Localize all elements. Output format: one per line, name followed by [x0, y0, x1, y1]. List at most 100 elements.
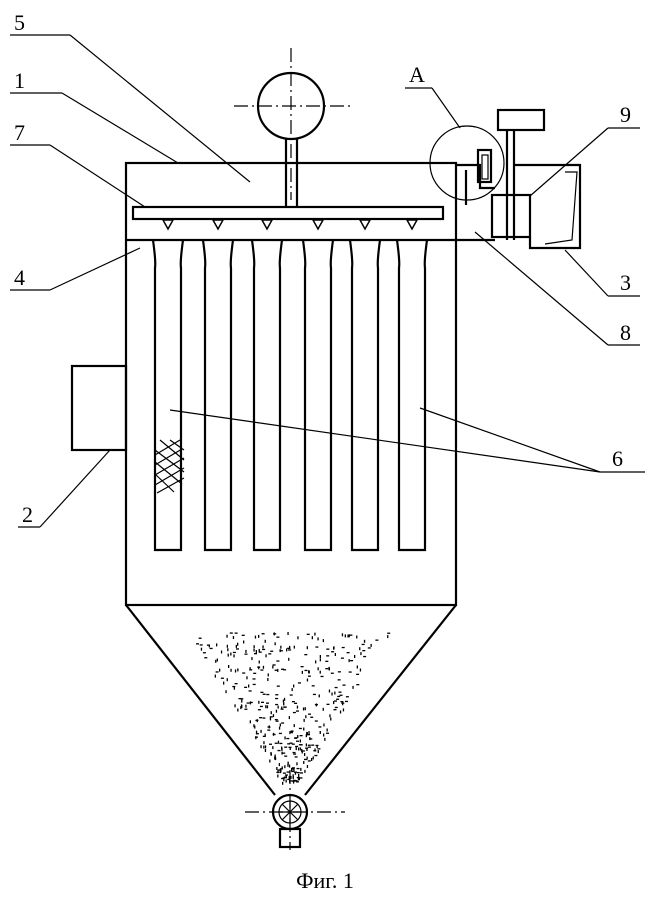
dust-particle [315, 646, 319, 648]
dust-particle [284, 774, 288, 776]
valve-assembly [429, 108, 582, 250]
dust-particle [311, 758, 313, 761]
dust-particle [215, 659, 217, 663]
dust-particle [306, 646, 308, 650]
dust-particle [300, 767, 302, 771]
dust-particle [260, 729, 262, 733]
dust-particle [337, 679, 341, 681]
dust-particle [235, 644, 237, 648]
dust-particle [286, 648, 288, 652]
dust-particle [306, 633, 310, 635]
dust-particle [253, 648, 255, 652]
dust-particle [334, 700, 337, 702]
dust-particle [304, 669, 308, 672]
dust-particle [257, 709, 261, 711]
dust-particle [326, 648, 330, 650]
dust-particle [261, 701, 264, 703]
dust-particle [299, 777, 303, 779]
dust-particle [370, 643, 372, 647]
dust-particle [241, 634, 245, 636]
dust-particle [258, 660, 260, 664]
dust-particle [304, 707, 306, 711]
inlet-pipe [70, 364, 128, 452]
dust-particle [226, 634, 228, 638]
dust-particle [338, 691, 342, 693]
callout-3: 3 [620, 270, 631, 295]
dust-particle [269, 743, 272, 745]
dust-particle [233, 654, 235, 658]
filter-sleeves [151, 239, 429, 552]
compressed-air-header [131, 48, 445, 221]
dust-particle [303, 761, 305, 764]
dust-particle [277, 705, 279, 709]
dust-particle [325, 668, 329, 670]
dust-particle [288, 649, 292, 651]
filter-sleeve [301, 239, 335, 552]
dust-particle [264, 749, 267, 752]
filter-sleeve [201, 239, 235, 552]
dust-particle [227, 653, 229, 657]
dust-particle [275, 703, 279, 706]
dust-particle [293, 724, 295, 728]
dust-particle [272, 714, 275, 718]
callout-9: 9 [620, 102, 631, 127]
dust-particle [253, 672, 257, 674]
dust-particle [293, 753, 297, 755]
dust-particle [287, 763, 289, 767]
dust-particle [268, 653, 272, 655]
dust-particle [308, 670, 310, 674]
dust-particle [248, 690, 252, 692]
dust-particle [246, 676, 248, 680]
dust-particle [278, 732, 282, 735]
dust-particle [276, 636, 280, 638]
dust-particle [267, 726, 271, 728]
dust-particle [292, 751, 296, 754]
dust-particle [264, 745, 267, 749]
dust-particle [346, 652, 350, 654]
collected-dust [196, 632, 391, 785]
dust-particle [295, 747, 297, 751]
dust-particle [230, 652, 232, 656]
dust-particle [249, 720, 251, 724]
dust-particle [226, 644, 228, 648]
callout-1: 1 [14, 68, 25, 93]
dust-particle [318, 694, 320, 698]
nozzle [358, 219, 372, 231]
dust-particle [311, 636, 313, 640]
dust-particle [282, 752, 286, 754]
dust-particle [269, 759, 271, 763]
dust-particle [272, 733, 276, 736]
dust-particle [266, 705, 269, 709]
dust-particle [308, 731, 310, 735]
dust-particle [267, 729, 271, 731]
dust-particle [311, 685, 315, 687]
dust-particle [356, 684, 360, 686]
dust-particle [333, 701, 335, 705]
dust-particle [274, 754, 276, 758]
dust-particle [280, 769, 282, 773]
dust-particle [345, 700, 348, 703]
callout-7: 7 [14, 120, 25, 145]
dust-particle [314, 748, 316, 752]
dust-particle [323, 723, 325, 727]
dust-particle [293, 645, 295, 649]
dust-particle [263, 745, 265, 749]
dust-particle [317, 748, 321, 750]
dust-particle [334, 653, 336, 656]
fabric-mesh-hatch [154, 439, 185, 494]
dust-particle [244, 653, 248, 655]
dust-particle [361, 643, 365, 646]
dust-particle [258, 700, 260, 704]
leader-lines [10, 34, 645, 528]
dust-particle [317, 667, 319, 671]
dust-particle [240, 706, 242, 710]
dust-particle [254, 725, 256, 729]
dust-particle [330, 717, 332, 721]
dust-particle [253, 724, 255, 728]
nozzle [311, 219, 325, 231]
dust-particle [337, 671, 341, 673]
dust-particle [281, 668, 284, 670]
dust-particle [208, 644, 210, 648]
dust-particle [281, 766, 283, 770]
dust-particle [259, 705, 263, 708]
